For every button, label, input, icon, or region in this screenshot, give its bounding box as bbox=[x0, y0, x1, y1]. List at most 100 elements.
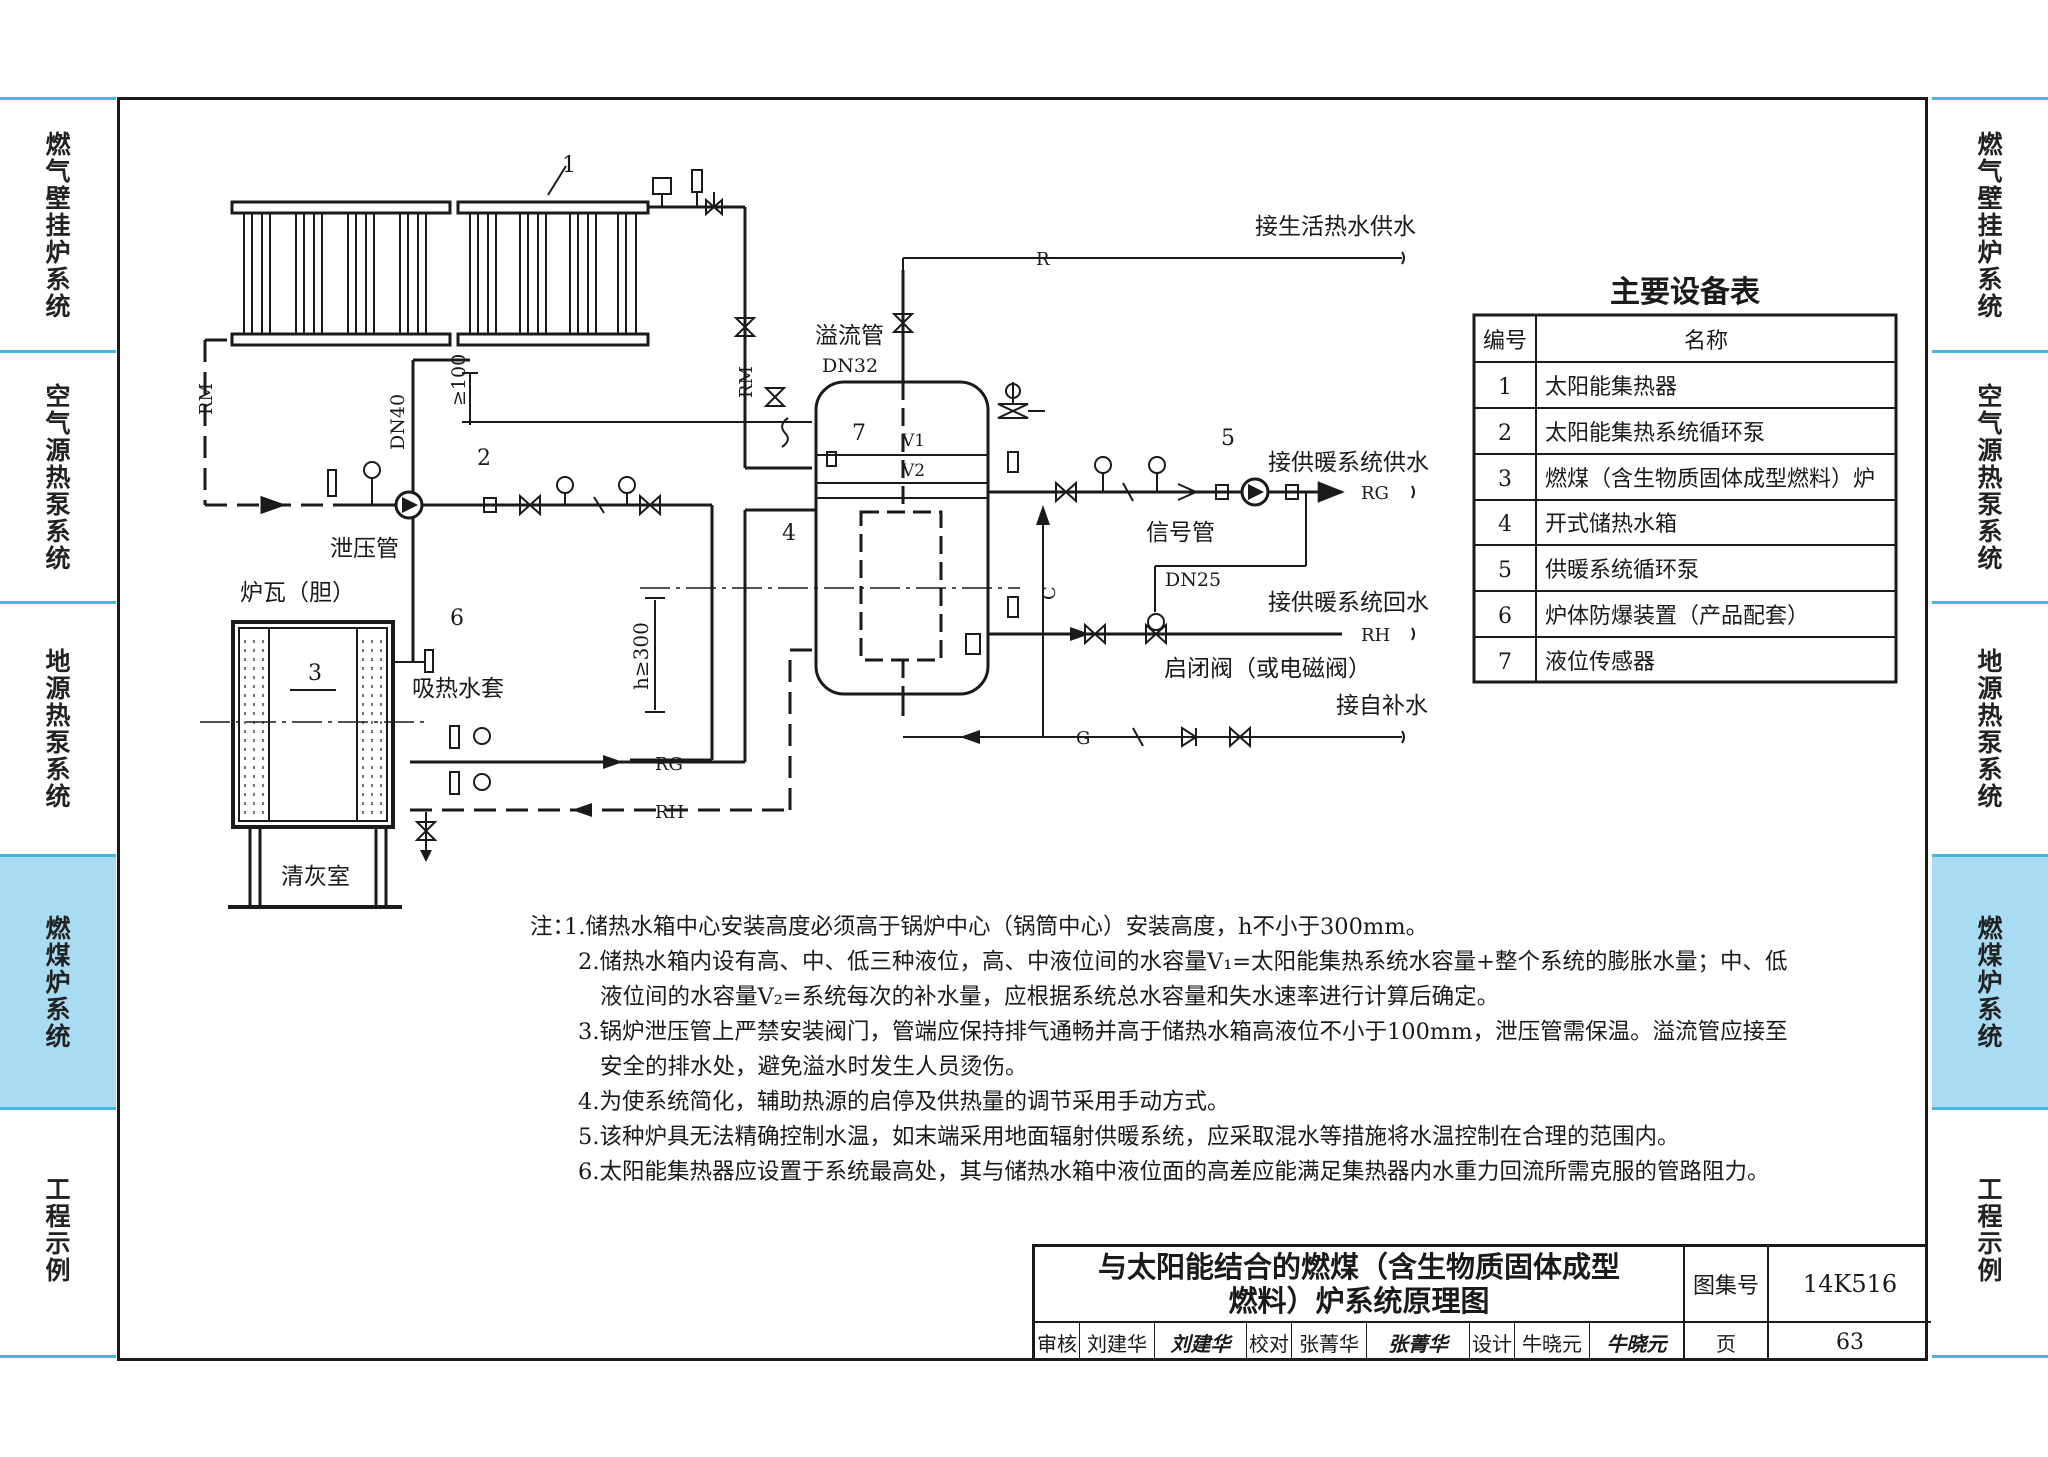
callout-1: 1 bbox=[562, 153, 576, 178]
drawing-frame bbox=[117, 97, 1928, 1361]
pipe-label-RH-bottom: RH bbox=[655, 802, 684, 823]
table-row-name: 供暖系统循环泵 bbox=[1545, 558, 1699, 583]
label-dn25: DN25 bbox=[1165, 569, 1221, 591]
pipe-label-RM-left: RM bbox=[196, 383, 217, 415]
callout-4: 4 bbox=[782, 521, 796, 546]
tab-divider bbox=[1932, 1355, 2048, 1358]
tab-divider bbox=[1932, 854, 2048, 857]
level-V2: V2 bbox=[901, 461, 925, 481]
note-item-cont: 安全的排水处，避免溢水时发生人员烫伤。 bbox=[600, 1054, 1028, 1080]
atlas-number: 14K516 bbox=[1769, 1247, 1931, 1323]
note-item: 2.储热水箱内设有高、中、低三种液位，高、中液位间的水容量V₁=太阳能集热系统水… bbox=[578, 949, 1788, 975]
table-row-no: 7 bbox=[1498, 650, 1512, 675]
reviewer-name: 刘建华 bbox=[1080, 1323, 1155, 1361]
level-V1: V1 bbox=[901, 431, 925, 451]
callout-2: 2 bbox=[477, 446, 491, 471]
tab-divider bbox=[0, 601, 116, 604]
label-ge100: ≥100 bbox=[448, 354, 470, 406]
check-label: 校对 bbox=[1247, 1323, 1292, 1361]
label-heating-supply: 接供暖系统供水 bbox=[1268, 450, 1429, 476]
tab-divider bbox=[1932, 350, 2048, 353]
note-item: 注：1.储热水箱中心安装高度必须高于锅炉中心（锅筒中心）安装高度，h不小于300… bbox=[530, 910, 1830, 945]
table-row-no: 3 bbox=[1498, 467, 1512, 492]
label-h300: h≥300 bbox=[629, 622, 653, 690]
note-item: 5.该种炉具无法精确控制水温，如末端采用地面辐射供暖系统，应采取混水等措施将水温… bbox=[578, 1124, 1680, 1150]
callout-3: 3 bbox=[308, 661, 322, 686]
design-label: 设计 bbox=[1470, 1323, 1515, 1361]
label-water-jacket: 吸热水套 bbox=[412, 676, 504, 702]
tab-divider bbox=[0, 97, 116, 100]
pipe-label-RM-mid: RM bbox=[736, 366, 757, 398]
pipe-label-C: C bbox=[1039, 586, 1060, 600]
note-item: 3.锅炉泄压管上严禁安装阀门，管端应保持排气通畅并高于储热水箱高液位不小于100… bbox=[578, 1019, 1788, 1045]
table-row-name: 太阳能集热系统循环泵 bbox=[1545, 421, 1765, 446]
pipe-label-RG-bottom: RG bbox=[655, 754, 683, 775]
table-row-no: 4 bbox=[1498, 512, 1512, 537]
side-tab-ground-source-right[interactable]: 地源热泵系统 bbox=[1977, 647, 2003, 811]
review-label: 审核 bbox=[1035, 1323, 1080, 1361]
side-tab-coal-furnace-right[interactable]: 燃煤炉系统 bbox=[1932, 857, 2048, 1107]
callout-7: 7 bbox=[852, 421, 866, 446]
table-row-name: 液位传感器 bbox=[1545, 650, 1655, 675]
tab-divider bbox=[0, 1355, 116, 1358]
table-header-name: 名称 bbox=[1684, 329, 1728, 354]
coal-furnace bbox=[228, 620, 491, 909]
equipment-table-title: 主要设备表 bbox=[1610, 275, 1760, 310]
equipment-table: 主要设备表 编号 名称 1 太阳能集热器 2 太阳能集热系统循环泵 3 燃煤（含… bbox=[1472, 275, 1898, 684]
label-heating-return: 接供暖系统回水 bbox=[1268, 590, 1429, 616]
side-tab-coal-furnace[interactable]: 燃煤炉系统 bbox=[0, 857, 116, 1107]
page-number: 63 bbox=[1836, 1329, 1864, 1355]
pipe-label-R: R bbox=[1036, 249, 1050, 270]
table-row-no: 2 bbox=[1498, 421, 1512, 446]
notes-section: 注：1.储热水箱中心安装高度必须高于锅炉中心（锅筒中心）安装高度，h不小于300… bbox=[530, 910, 1830, 1190]
label-furnace-lining: 炉瓦（胆） bbox=[240, 580, 355, 606]
table-row-name: 燃煤（含生物质固体成型燃料）炉 bbox=[1545, 467, 1875, 492]
callout-5: 5 bbox=[1221, 426, 1235, 451]
table-row-no: 6 bbox=[1498, 604, 1512, 629]
label-signal-pipe: 信号管 bbox=[1146, 520, 1215, 546]
table-row-name: 太阳能集热器 bbox=[1545, 375, 1677, 400]
label-domestic-hot-water: 接生活热水供水 bbox=[1255, 214, 1416, 240]
side-tab-air-source[interactable]: 空气源热泵系统 bbox=[45, 381, 71, 573]
note-item-cont: 液位间的水容量V₂=系统每次的补水量，应根据系统总水容量和失水速率进行计算后确定… bbox=[600, 984, 1500, 1010]
table-row-no: 1 bbox=[1498, 375, 1512, 400]
callout-6: 6 bbox=[450, 606, 464, 631]
table-row-no: 5 bbox=[1498, 558, 1512, 583]
tab-divider bbox=[1932, 601, 2048, 604]
table-row-name: 开式储热水箱 bbox=[1545, 512, 1677, 537]
atlas-label: 图集号 bbox=[1685, 1247, 1769, 1323]
designer-name: 牛晓元 bbox=[1515, 1323, 1590, 1361]
table-row-name: 炉体防爆装置（产品配套） bbox=[1545, 604, 1809, 629]
label-relief-pipe: 泄压管 bbox=[330, 536, 399, 562]
label-valve-note: 启闭阀（或电磁阀） bbox=[1164, 656, 1371, 682]
side-tab-examples[interactable]: 工程示例 bbox=[45, 1175, 71, 1285]
side-tab-ground-source[interactable]: 地源热泵系统 bbox=[45, 647, 71, 811]
side-tab-examples-right[interactable]: 工程示例 bbox=[1977, 1175, 2003, 1285]
side-tab-gas-boiler[interactable]: 燃气壁挂炉系统 bbox=[45, 129, 71, 321]
notes-head: 注： bbox=[530, 914, 576, 940]
page-label: 页 bbox=[1685, 1323, 1769, 1361]
checker-signature: 张菁华 bbox=[1367, 1323, 1470, 1361]
label-dn32: DN32 bbox=[822, 355, 878, 377]
tab-divider bbox=[1932, 97, 2048, 100]
designer-signature: 牛晓元 bbox=[1590, 1323, 1685, 1361]
solar-collector bbox=[230, 165, 650, 347]
tab-divider bbox=[0, 350, 116, 353]
label-overflow-pipe: 溢流管 bbox=[815, 323, 884, 349]
side-tab-gas-boiler-right[interactable]: 燃气壁挂炉系统 bbox=[1977, 129, 2003, 321]
note-item: 6.太阳能集热器应设置于系统最高处，其与储热水箱中液位面的高差应能满足集热器内水… bbox=[578, 1159, 1770, 1185]
tab-divider bbox=[0, 1107, 116, 1110]
reviewer-signature: 刘建华 bbox=[1155, 1323, 1247, 1361]
table-header-no: 编号 bbox=[1483, 329, 1527, 354]
pipe-label-G: G bbox=[1076, 728, 1090, 749]
label-ash-room: 清灰室 bbox=[281, 864, 350, 890]
tab-divider bbox=[1932, 1107, 2048, 1110]
label-makeup-water: 接自补水 bbox=[1336, 693, 1428, 719]
pipe-label-RG-right: RG bbox=[1361, 483, 1389, 504]
checker-name: 张菁华 bbox=[1292, 1323, 1367, 1361]
pipe-label-RH-right: RH bbox=[1361, 625, 1390, 646]
side-tab-air-source-right[interactable]: 空气源热泵系统 bbox=[1977, 381, 2003, 573]
tab-divider bbox=[0, 854, 116, 857]
note-item: 4.为使系统简化，辅助热源的启停及供热量的调节采用手动方式。 bbox=[578, 1089, 1230, 1115]
